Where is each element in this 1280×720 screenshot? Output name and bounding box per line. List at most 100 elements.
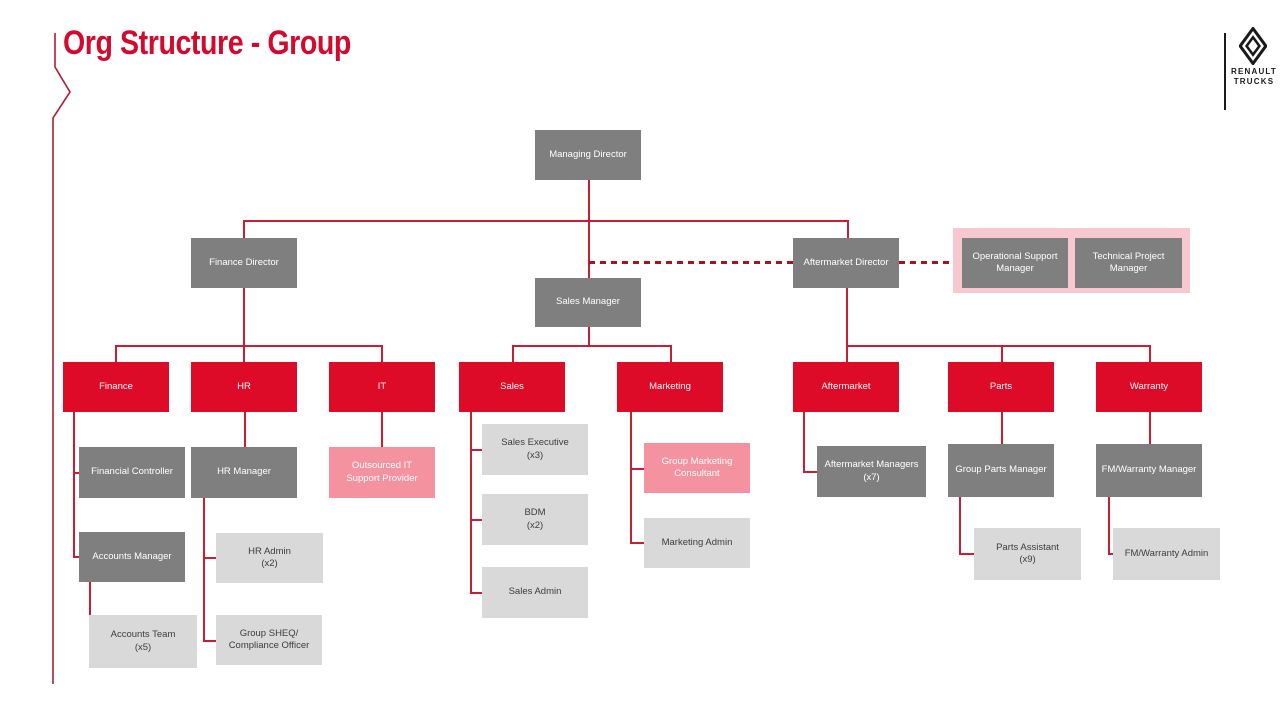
connector-line	[588, 220, 590, 278]
connector-line	[470, 449, 482, 451]
connector-line	[381, 412, 383, 447]
node-label: Accounts Team	[110, 629, 176, 641]
aftermarket: Aftermarket	[793, 362, 899, 412]
fm-warranty-admin: FM/Warranty Admin	[1113, 528, 1220, 580]
connector-line	[630, 468, 644, 470]
node-label: BDM	[524, 507, 546, 519]
connector-line	[803, 412, 805, 471]
node-label: Aftermarket	[821, 380, 871, 392]
node-label: Group Marketing	[661, 455, 733, 467]
node-sublabel: Consultant	[674, 468, 720, 479]
connector-line	[381, 345, 383, 362]
left-accent-line	[52, 33, 71, 684]
sales-executive: Sales Executive(x3)	[482, 424, 588, 475]
connector-line	[1108, 497, 1110, 554]
hr: HR	[191, 362, 297, 412]
node-sublabel: (x9)	[1019, 554, 1036, 565]
node-label: Marketing Admin	[661, 536, 733, 548]
connector-line	[470, 592, 482, 594]
connector-line	[959, 497, 961, 554]
connector-line	[847, 220, 849, 238]
connector-line	[203, 640, 216, 642]
aftermarket-managers: Aftermarket Managers(x7)	[817, 446, 926, 497]
node-label: Group Parts Manager	[955, 464, 1047, 476]
node-label: Marketing	[649, 380, 691, 392]
connector-line	[846, 345, 848, 362]
node-sublabel: (x3)	[526, 449, 544, 461]
finance-director: Finance Director	[191, 238, 297, 288]
node-label: HR Manager	[217, 466, 271, 478]
node-label: Financial Controller	[91, 466, 173, 478]
financial-controller: Financial Controller	[79, 447, 185, 498]
connector-line	[470, 412, 472, 593]
sales: Sales	[459, 362, 565, 412]
sales-admin: Sales Admin	[482, 567, 588, 618]
connector-line	[670, 345, 672, 362]
finance: Finance	[63, 362, 169, 412]
connector-line	[1001, 345, 1003, 362]
hr-manager: HR Manager	[191, 447, 297, 498]
connector-line	[846, 288, 848, 345]
node-sublabel: Support Provider	[346, 472, 418, 484]
node-label: Finance	[99, 380, 133, 392]
node-label: FM/Warranty Admin	[1124, 547, 1209, 559]
logo-line1: RENAULT	[1230, 67, 1278, 76]
node-label: FM/Warranty Manager	[1101, 464, 1197, 476]
group-sheq-compliance-officer: Group SHEQ/Compliance Officer	[216, 615, 322, 665]
connector-line	[243, 288, 245, 345]
node-label: Group SHEQ/	[239, 627, 299, 639]
node-label: Sales Admin	[508, 586, 562, 598]
managing-director: Managing Director	[535, 130, 641, 180]
logo-divider-line	[1224, 33, 1226, 110]
connector-line	[512, 345, 670, 347]
node-label: Warranty	[1129, 380, 1169, 392]
node-sublabel: (x7)	[863, 471, 880, 483]
connector-line	[1149, 412, 1151, 444]
parts-assistant: Parts Assistant(x9)	[974, 528, 1081, 580]
connector-line	[630, 412, 632, 543]
group-parts-manager: Group Parts Manager	[948, 444, 1054, 497]
connector-line	[115, 345, 117, 362]
node-label: Sales Manager	[556, 296, 620, 308]
node-sublabel: Manager	[996, 263, 1034, 274]
marketing-admin: Marketing Admin	[644, 518, 750, 568]
connector-line	[73, 556, 80, 558]
logo-wordmark: RENAULT TRUCKS	[1226, 67, 1280, 86]
connector-line	[588, 327, 590, 345]
connector-line	[243, 220, 847, 222]
connector-line	[512, 345, 514, 362]
dashed-connector-line	[589, 261, 793, 264]
marketing: Marketing	[617, 362, 723, 412]
node-label: Sales Executive	[501, 437, 569, 449]
page-title: Org Structure - Group	[63, 24, 351, 62]
warranty: Warranty	[1096, 362, 1202, 412]
node-sublabel: (x2)	[526, 519, 544, 531]
node-label: Parts Assistant	[996, 541, 1059, 553]
connector-line	[243, 220, 245, 238]
parts: Parts	[948, 362, 1054, 412]
hr-admin: HR Admin(x2)	[216, 533, 323, 583]
node-label: HR Admin	[248, 545, 291, 557]
node-label: Operational Support	[972, 250, 1058, 262]
connector-line	[244, 412, 246, 447]
node-label: Managing Director	[549, 148, 627, 160]
node-label: IT	[377, 380, 387, 392]
connector-line	[73, 472, 80, 474]
connector-line	[1108, 553, 1113, 555]
connector-line	[203, 557, 216, 559]
connector-line	[243, 345, 245, 362]
node-label: Aftermarket Managers	[824, 459, 919, 471]
connector-line	[959, 553, 974, 555]
connector-line	[846, 345, 1149, 347]
node-label: HR	[237, 380, 251, 392]
connector-line	[203, 498, 205, 641]
connector-line	[803, 471, 817, 473]
connector-line	[630, 542, 644, 544]
node-label: Outsourced IT	[351, 460, 413, 472]
node-label: Finance Director	[209, 256, 279, 268]
node-sublabel: Manager	[1109, 263, 1148, 274]
